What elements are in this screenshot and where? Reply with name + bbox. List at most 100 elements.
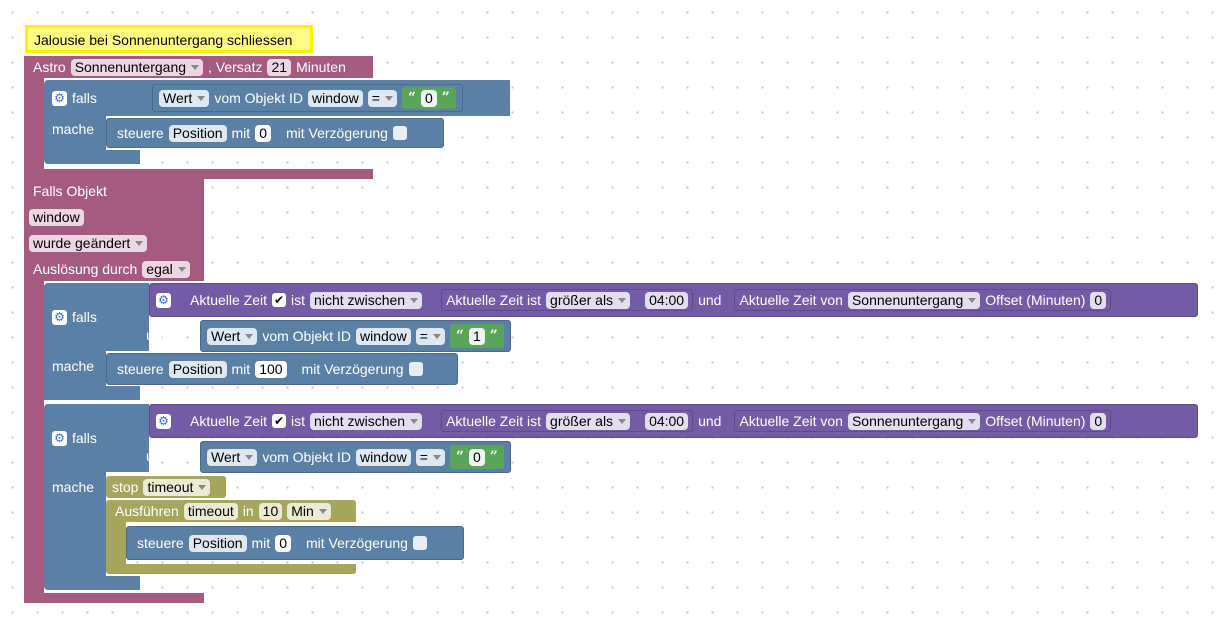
checkbox-checked-icon[interactable]: ✔ xyxy=(272,293,287,307)
sonnenuntergang-dropdown[interactable]: Sonnenuntergang xyxy=(847,291,981,309)
text-value-block[interactable]: “ 1 ” xyxy=(449,324,504,348)
if-block-2-spine xyxy=(44,351,106,391)
sun-time-block[interactable]: Aktuelle Zeit von Sonnenuntergang Offset… xyxy=(734,410,1112,432)
mache-label: mache xyxy=(52,358,95,374)
text-value-block[interactable]: “ 0 ” xyxy=(449,445,504,469)
gear-icon[interactable]: ⚙ xyxy=(52,430,67,446)
nicht-zwischen-dropdown[interactable]: nicht zwischen xyxy=(310,291,423,309)
position-value-field[interactable]: 0 xyxy=(275,534,291,552)
ausloesung-label: Auslösung durch xyxy=(33,261,138,277)
offset-minuten-label: Offset (Minuten) xyxy=(985,292,1086,308)
operator-dropdown[interactable]: = xyxy=(415,448,445,466)
time-condition-1[interactable]: ⚙ Aktuelle Zeit ✔ ist nicht zwischen Akt… xyxy=(149,283,1198,317)
time-compare-block[interactable]: Aktuelle Zeit ist größer als 04:00 xyxy=(441,289,694,311)
delay-checkbox[interactable] xyxy=(392,126,407,140)
mit-label: mit xyxy=(231,125,251,141)
ausfuehren-label: Ausführen xyxy=(115,503,179,519)
sun-time-block[interactable]: Aktuelle Zeit von Sonnenuntergang Offset… xyxy=(734,289,1112,311)
comment-text: Jalousie bei Sonnenuntergang schliessen xyxy=(34,32,293,48)
operator-dropdown[interactable]: = xyxy=(367,89,397,107)
aktuelle-zeit-ist-label: Aktuelle Zeit ist xyxy=(446,292,542,308)
if-block-3-spine xyxy=(44,472,106,582)
groesser-als-dropdown[interactable]: größer als xyxy=(546,412,631,430)
text-value-field[interactable]: 0 xyxy=(468,448,485,466)
offset-field[interactable]: 0 xyxy=(1090,412,1107,430)
mache-label: mache xyxy=(52,479,95,495)
delay-checkbox[interactable] xyxy=(412,536,427,550)
duration-field[interactable]: 10 xyxy=(258,502,283,520)
aktuelle-zeit-von-label: Aktuelle Zeit von xyxy=(739,413,843,429)
offset-field[interactable]: 0 xyxy=(1090,291,1107,309)
steuere-block-2[interactable]: steuere Position mit 100 mit Verzögerung xyxy=(106,353,458,385)
mit-verzoegerung-label: mit Verzögerung xyxy=(301,361,404,377)
delay-checkbox[interactable] xyxy=(408,362,423,376)
comment-block[interactable]: Jalousie bei Sonnenuntergang schliessen xyxy=(25,25,313,53)
aktuelle-zeit-label: Aktuelle Zeit xyxy=(190,413,268,429)
wert-dropdown[interactable]: Wert xyxy=(207,448,258,466)
astro-offset-field[interactable]: 21 xyxy=(267,58,292,76)
astro-label: Astro xyxy=(33,59,66,75)
falls-label: falls xyxy=(72,430,97,446)
time-field[interactable]: 04:00 xyxy=(645,412,689,430)
trigger-block-foot xyxy=(24,593,204,603)
position-value-field[interactable]: 100 xyxy=(255,360,287,378)
condition-compare-3[interactable]: Wert vom Objekt ID window = “ 0 ” xyxy=(200,441,511,473)
trigger-event-dropdown[interactable]: wurde geändert xyxy=(29,234,148,252)
condition-compare-2[interactable]: Wert vom Objekt ID window = “ 1 ” xyxy=(200,320,511,352)
steuere-block-1[interactable]: steuere Position mit 0 mit Verzögerung xyxy=(106,118,444,148)
astro-block-foot xyxy=(24,169,373,179)
object-id-field[interactable]: window xyxy=(308,89,363,107)
condition-compare-1[interactable]: Wert vom Objekt ID window = “ 0 ” xyxy=(152,84,463,112)
steuere-label: steuere xyxy=(117,125,164,141)
trigger-source-dropdown[interactable]: egal xyxy=(142,260,190,278)
gear-icon[interactable]: ⚙ xyxy=(156,413,171,429)
astro-offset-label: , Versatz xyxy=(208,59,263,75)
time-condition-2[interactable]: ⚙ Aktuelle Zeit ✔ ist nicht zwischen Akt… xyxy=(149,404,1198,438)
wert-dropdown[interactable]: Wert xyxy=(159,89,210,107)
astro-event-dropdown[interactable]: Sonnenuntergang xyxy=(70,58,204,76)
checkbox-checked-icon[interactable]: ✔ xyxy=(272,414,287,428)
vom-objekt-id-label: vom Objekt ID xyxy=(262,328,352,344)
ist-label: ist xyxy=(291,292,306,308)
stop-timeout-dropdown[interactable]: timeout xyxy=(143,478,211,496)
stop-timeout-block[interactable]: stop timeout xyxy=(106,476,226,498)
falls-label: falls xyxy=(72,90,97,106)
nicht-zwischen-dropdown[interactable]: nicht zwischen xyxy=(310,412,423,430)
time-field[interactable]: 04:00 xyxy=(645,291,689,309)
position-field[interactable]: Position xyxy=(168,124,227,142)
close-quote-icon: ” xyxy=(441,90,450,106)
aktuelle-zeit-label: Aktuelle Zeit xyxy=(190,292,268,308)
duration-unit-dropdown[interactable]: Min xyxy=(287,502,331,520)
if-block-2-und-column xyxy=(129,283,149,351)
timer-name-field[interactable]: timeout xyxy=(183,502,238,520)
text-value-field[interactable]: 1 xyxy=(468,327,485,345)
falls-objekt-label: Falls Objekt xyxy=(33,183,107,199)
mit-verzoegerung-label: mit Verzögerung xyxy=(285,125,388,141)
gear-icon[interactable]: ⚙ xyxy=(52,309,67,325)
steuere-block-3[interactable]: steuere Position mit 0 mit Verzögerung xyxy=(126,526,464,560)
operator-dropdown[interactable]: = xyxy=(415,327,445,345)
in-label: in xyxy=(242,503,254,519)
steuere-label: steuere xyxy=(137,535,184,551)
vom-objekt-id-label: vom Objekt ID xyxy=(262,449,352,465)
mit-label: mit xyxy=(251,535,271,551)
open-quote-icon: “ xyxy=(455,449,464,465)
sonnenuntergang-dropdown[interactable]: Sonnenuntergang xyxy=(847,412,981,430)
trigger-object-field[interactable]: window xyxy=(29,208,84,226)
gear-icon[interactable]: ⚙ xyxy=(52,90,67,106)
object-id-field[interactable]: window xyxy=(356,448,411,466)
wert-dropdown[interactable]: Wert xyxy=(207,327,258,345)
position-field[interactable]: Position xyxy=(188,534,247,552)
position-value-field[interactable]: 0 xyxy=(255,124,271,142)
if-block-2-foot xyxy=(44,386,140,400)
time-compare-block[interactable]: Aktuelle Zeit ist größer als 04:00 xyxy=(441,410,694,432)
text-value-block[interactable]: “ 0 ” xyxy=(401,87,456,109)
groesser-als-dropdown[interactable]: größer als xyxy=(546,291,631,309)
if-block-1-foot xyxy=(44,150,140,164)
position-field[interactable]: Position xyxy=(168,360,227,378)
object-id-field[interactable]: window xyxy=(356,327,411,345)
text-value-field[interactable]: 0 xyxy=(420,89,437,107)
und-label: und xyxy=(698,292,722,308)
gear-icon[interactable]: ⚙ xyxy=(156,292,171,308)
astro-block-spine xyxy=(24,78,44,179)
